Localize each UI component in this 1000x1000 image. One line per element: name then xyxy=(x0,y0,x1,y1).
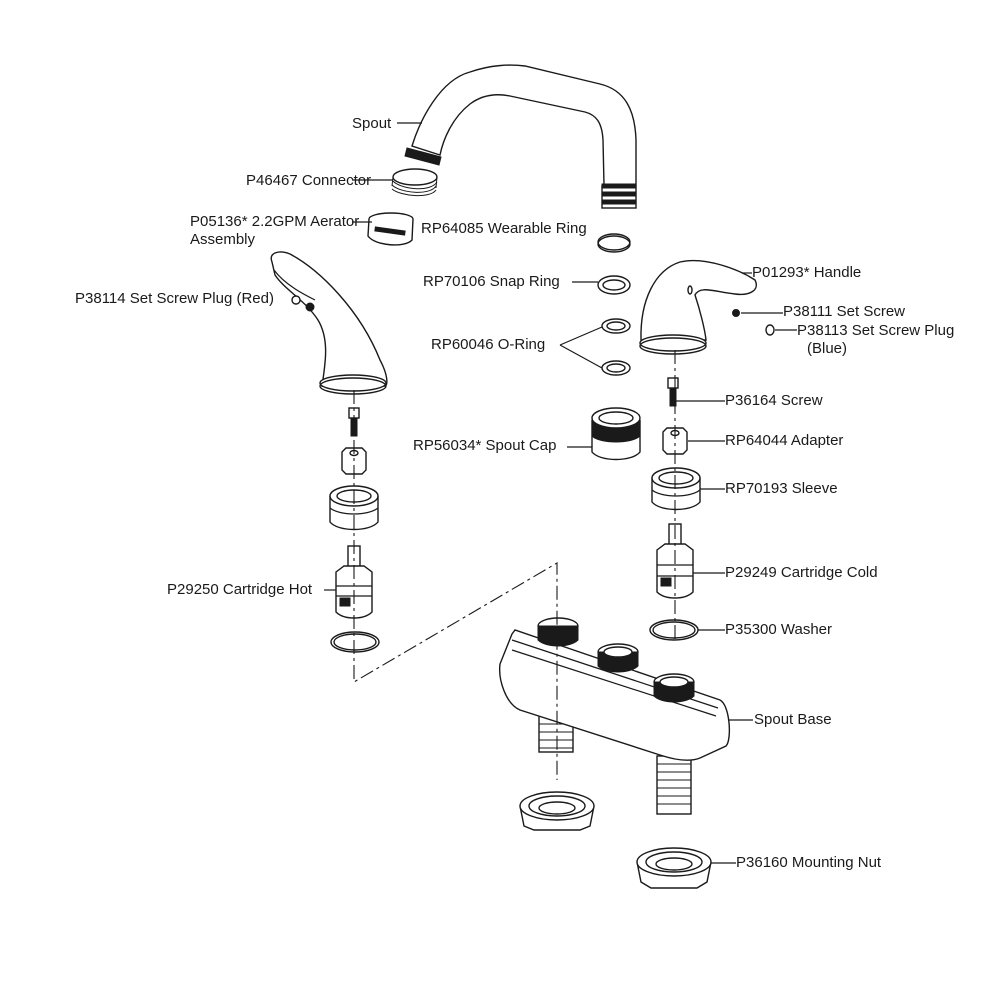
label-o-ring: RP60046 O-Ring xyxy=(431,336,546,353)
label-sleeve: RP70193 Sleeve xyxy=(725,480,838,497)
right-screw-part xyxy=(667,377,679,407)
label-wearable-ring: RP64085 Wearable Ring xyxy=(421,220,587,237)
label-adapter: RP64044 Adapter xyxy=(725,432,844,449)
leader-lines xyxy=(324,122,797,864)
label-handle: P01293* Handle xyxy=(752,264,862,281)
label-spout-base: Spout Base xyxy=(754,711,832,728)
left-handle-part xyxy=(270,251,388,395)
label-cartridge-cold: P29249 Cartridge Cold xyxy=(725,564,878,581)
aerator-part xyxy=(367,212,414,246)
label-set-screw-plug-blue-line1: P38113 Set Screw Plug xyxy=(797,322,955,339)
right-handle-part xyxy=(639,259,775,355)
label-snap-ring: RP70106 Snap Ring xyxy=(423,273,560,290)
label-washer: P35300 Washer xyxy=(725,621,833,638)
left-washer-part xyxy=(330,631,380,653)
right-sleeve-part xyxy=(651,467,701,511)
left-sleeve-part xyxy=(329,485,379,531)
label-aerator-line1: P05136* 2.2GPM Aerator xyxy=(190,213,360,230)
label-cartridge-hot: P29250 Cartridge Hot xyxy=(167,581,313,598)
cartridge-hot-part xyxy=(335,545,373,619)
connector-part xyxy=(391,168,438,196)
o-ring-part xyxy=(601,318,631,376)
label-spout-cap: RP56034* Spout Cap xyxy=(413,437,557,454)
label-aerator-line2: Assembly xyxy=(190,231,256,248)
label-screw: P36164 Screw xyxy=(725,392,823,409)
snap-ring-part xyxy=(597,275,631,295)
spout-part xyxy=(404,64,637,209)
right-washer-part xyxy=(649,619,699,641)
label-connector: P46467 Connector xyxy=(246,172,372,189)
spout-cap-part xyxy=(591,407,641,461)
wearable-ring-part xyxy=(597,233,631,253)
label-spout: Spout xyxy=(352,115,392,132)
centerline xyxy=(353,350,676,780)
left-mounting-nut-part xyxy=(519,791,595,831)
right-mounting-nut-part xyxy=(636,847,712,889)
spout-base-part xyxy=(499,617,731,815)
label-set-screw-plug-red: P38114 Set Screw Plug (Red) xyxy=(75,290,274,307)
label-set-screw: P38111 Set Screw xyxy=(783,303,906,320)
label-mounting-nut: P36160 Mounting Nut xyxy=(736,854,882,871)
label-set-screw-plug-blue-line2: (Blue) xyxy=(807,340,848,357)
